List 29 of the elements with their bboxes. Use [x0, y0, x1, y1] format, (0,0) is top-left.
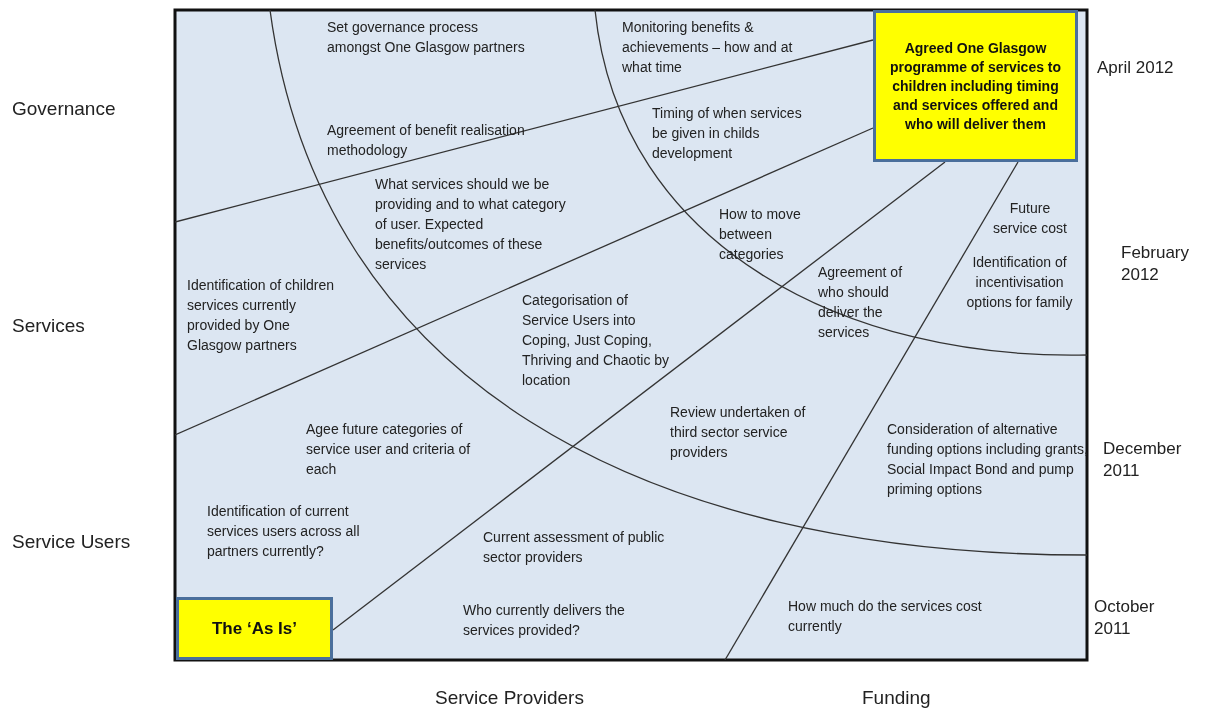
cell-note: Categorisation of Service Users into Coping, Just Coping, Thriving and Chaotic by location: [522, 291, 671, 390]
row-heading: Service Users: [12, 530, 132, 554]
column-heading: Funding: [862, 686, 932, 710]
date-label: February 2012: [1121, 242, 1191, 286]
highlight-box: [873, 10, 1078, 162]
cell-note: Identification of children services currently provided by One Glasgow partners: [187, 276, 336, 355]
column-heading: Service Providers: [435, 686, 585, 710]
cell-note: Current assessment of public sector providers: [483, 528, 666, 567]
date-label: April 2012: [1097, 57, 1175, 79]
box-text: Agreed One Glasgow programme of services to children including timing and services offered and who will deliver them: [888, 38, 1063, 134]
cell-note: Monitoring benefits & achievements – how and at what time: [622, 18, 794, 77]
cell-note: Future service cost: [992, 199, 1068, 238]
cell-note: How much do the services cost currently: [788, 597, 983, 636]
cell-note: Agreement of benefit realisation methodology: [327, 121, 526, 160]
cell-note: Timing of when services be given in childs development: [652, 104, 803, 163]
cell-note: What services should we be providing and to what category of user. Expected benefits/outcomes of these services: [375, 175, 567, 274]
cell-note: Review undertaken of third sector service providers: [670, 403, 807, 462]
row-heading: Governance: [12, 97, 117, 121]
cell-note: Set governance process amongst One Glasgow partners: [327, 18, 526, 57]
date-label: December 2011: [1103, 438, 1183, 482]
date-label: October 2011: [1094, 596, 1156, 640]
connector-line: [332, 161, 946, 631]
cell-note: Identification of incentivisation options for family: [965, 253, 1074, 312]
row-heading: Services: [12, 314, 86, 338]
cell-note: Identification of current services users across all partners currently?: [207, 502, 361, 561]
box-text: The ‘As Is’: [212, 617, 297, 640]
cell-note: Agee future categories of service user and criteria of each: [306, 420, 472, 479]
highlight-box: [176, 597, 333, 660]
cell-note: Who currently delivers the services provided?: [463, 601, 626, 640]
